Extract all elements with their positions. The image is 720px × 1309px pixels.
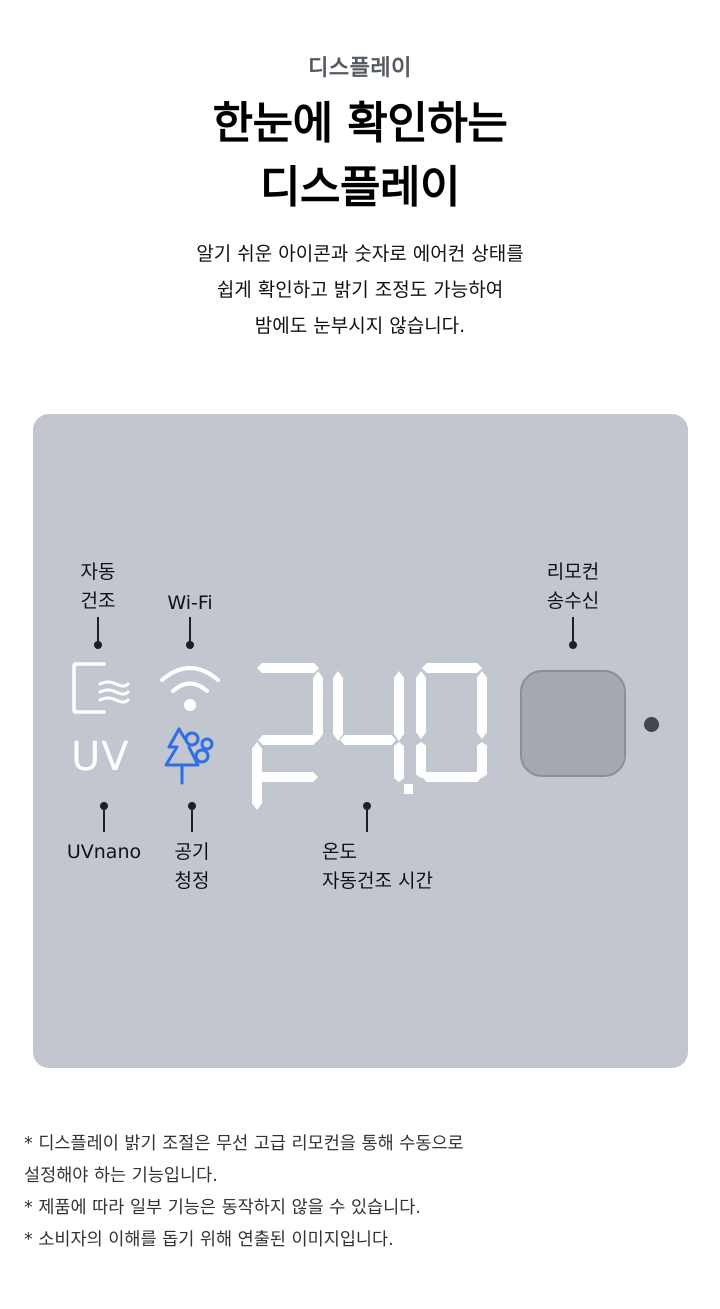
- label-wifi: Wi-Fi: [167, 592, 213, 614]
- label-auto-dry-line-2: 건조: [80, 590, 116, 612]
- footnote: 설정해야 하는 기능입니다.: [24, 1166, 218, 1186]
- segment: [416, 742, 426, 778]
- label-remote-receiver: 리모컨 송수신: [537, 558, 609, 616]
- wifi-icon: [160, 666, 220, 711]
- decimal-point: [404, 784, 413, 794]
- segment: [477, 671, 487, 739]
- label-auto-dry-line-1: 자동: [80, 561, 116, 583]
- segment: [416, 671, 426, 739]
- footnotes: * 디스플레이 밝기 조절은 무선 고급 리모컨을 통해 수동으로 설정해야 하…: [24, 1128, 464, 1256]
- description-line-2: 쉽게 확인하고 밝기 조정도 가능하여: [216, 279, 504, 301]
- status-indicator-dot: [644, 717, 659, 732]
- air-purify-tree-icon: [164, 727, 214, 785]
- remote-receiver-window: [520, 670, 626, 777]
- uv-icon: UV: [71, 734, 130, 780]
- segment: [313, 671, 323, 741]
- segment: [252, 742, 262, 810]
- label-remote-line-1: 리모컨: [546, 561, 600, 583]
- label-temperature: 온도 자동건조 시간: [322, 838, 433, 896]
- section-eyebrow: 디스플레이: [308, 56, 412, 81]
- segment: [422, 772, 482, 782]
- segment: [257, 663, 319, 673]
- label-temperature-line-2: 자동건조 시간: [322, 870, 433, 892]
- segment: [422, 663, 482, 673]
- label-temperature-line-1: 온도: [322, 841, 357, 863]
- pointer-wifi: [186, 617, 194, 649]
- pointer-remote: [569, 617, 577, 649]
- segment: [394, 742, 404, 782]
- segment: [258, 772, 318, 782]
- pointer-uvnano: [100, 802, 108, 832]
- pointer-air-purify: [188, 802, 196, 832]
- segment: [258, 735, 318, 745]
- description: 알기 쉬운 아이콘과 숫자로 에어컨 상태를 쉽게 확인하고 밝기 조정도 가능…: [0, 236, 720, 344]
- headline-line-2: 디스플레이: [260, 162, 460, 213]
- label-remote-line-2: 송수신: [546, 590, 600, 612]
- segment: [394, 671, 404, 741]
- label-air-purify-line-2: 청정: [174, 870, 210, 892]
- headline-line-1: 한눈에 확인하는: [212, 98, 508, 149]
- segment: [340, 735, 396, 745]
- description-line-1: 알기 쉬운 아이콘과 숫자로 에어컨 상태를: [196, 243, 524, 265]
- pointer-temperature: [363, 802, 371, 832]
- footnote: * 제품에 따라 일부 기능은 동작하지 않을 수 있습니다.: [24, 1198, 421, 1218]
- label-air-purify-line-1: 공기: [174, 841, 210, 863]
- label-uvnano: UVnano: [66, 841, 142, 863]
- description-line-3: 밤에도 눈부시지 않습니다.: [254, 315, 466, 337]
- segment: [477, 742, 487, 778]
- auto-dry-icon: [72, 662, 130, 714]
- footnote: * 디스플레이 밝기 조절은 무선 고급 리모컨을 통해 수동으로: [24, 1134, 464, 1154]
- label-air-purify: 공기 청정: [170, 838, 214, 896]
- label-auto-dry: 자동 건조: [74, 558, 122, 616]
- segment: [333, 671, 343, 741]
- pointer-auto-dry: [94, 617, 102, 649]
- headline: 한눈에 확인하는 디스플레이: [0, 92, 720, 220]
- footnote: * 소비자의 이해를 돕기 위해 연출된 이미지입니다.: [24, 1230, 394, 1250]
